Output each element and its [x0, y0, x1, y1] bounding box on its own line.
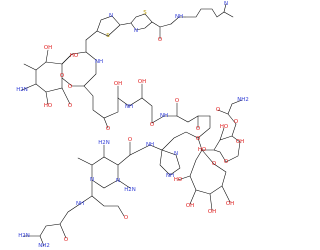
- atom-label-gul-oh-left: HO: [174, 177, 182, 183]
- atom-label-side-h2n: H2N: [124, 187, 136, 193]
- atom-label-gul-o: O: [196, 136, 200, 142]
- atom-label-pyr-o: O: [128, 137, 132, 143]
- atom-label-bot-nh: NH: [76, 201, 84, 207]
- atom-label-val-oh: OH: [138, 79, 146, 85]
- atom-label-link-a-nh: NH: [95, 59, 103, 65]
- atom-label-amsug-oh: OH: [44, 45, 52, 51]
- atom-label-link-a-ho: HO: [70, 53, 78, 59]
- atom-label-man-oh-bottom: OH: [186, 203, 194, 209]
- atom-label-thr-nh: NH: [125, 104, 133, 110]
- atom-label-his-o: O: [196, 126, 200, 132]
- atom-label-imid-n1: N: [174, 151, 178, 157]
- atom-label-amsug-ho: HO: [44, 103, 52, 109]
- atom-label-amsug-o-ring: O: [60, 73, 64, 79]
- atom-label-thz-a-s: S: [106, 33, 110, 39]
- atom-label-thr-o: O: [106, 126, 110, 132]
- atom-label-man-o-ring: O: [224, 159, 228, 165]
- molecule-structure-diagram: N NH O S N S N HO NH O O OH NH OH O NH O…: [16, 1, 249, 249]
- atom-label-thr-oh: OH: [114, 81, 122, 87]
- atom-label-val-o: O: [150, 122, 154, 128]
- atom-label-side-o: O: [124, 215, 128, 221]
- atom-label-hisamide-o: O: [175, 98, 179, 104]
- atom-label-carb-nh2: NH2: [237, 97, 249, 103]
- atom-label-thz-b-s: S: [143, 10, 147, 16]
- atom-labels: N NH O S N S N HO NH O O OH NH OH O NH O…: [16, 1, 249, 249]
- atom-label-gul-oh-right: OH: [226, 201, 234, 207]
- atom-label-link-a-o: O: [68, 84, 72, 90]
- atom-label-man-oh-left: HO: [198, 147, 206, 153]
- atom-label-bot-nh2: NH2: [38, 243, 50, 249]
- atom-label-bot-o: O: [64, 237, 68, 243]
- atom-label-nme2-n: N: [224, 1, 228, 7]
- atom-label-man-oh-right: OH: [236, 139, 244, 145]
- atom-label-gul-o-ring: O: [212, 161, 216, 167]
- bond-skeleton: [21, 3, 243, 247]
- atom-label-carb-o: O: [234, 119, 238, 125]
- atom-label-amsug-o: O: [68, 103, 72, 109]
- atom-label-pyr-n2: N: [90, 177, 94, 183]
- atom-label-imid-nh: NH: [166, 173, 174, 179]
- atom-label-val-nh: NH: [160, 113, 168, 119]
- atom-label-man-oh-top: HO: [220, 124, 228, 130]
- atom-label-pyr-n1: N: [116, 178, 120, 184]
- atom-label-thz-b-n: N: [134, 28, 138, 34]
- atom-label-pyr-nh: NH: [146, 142, 154, 148]
- atom-label-amsug-h2n: H2N: [16, 87, 28, 93]
- atom-label-thz-carbonyl-o: O: [158, 37, 162, 43]
- atom-label-amide-tail-nh: NH: [175, 14, 183, 20]
- atom-label-gul-oh-bottom: OH: [208, 209, 216, 215]
- atom-label-thz-a-n: N: [109, 13, 113, 19]
- atom-label-bot-h2n: H2N: [18, 233, 30, 239]
- atom-label-pyr-h2n: H2N: [98, 140, 110, 146]
- atom-label-carb-o2: O: [216, 107, 220, 113]
